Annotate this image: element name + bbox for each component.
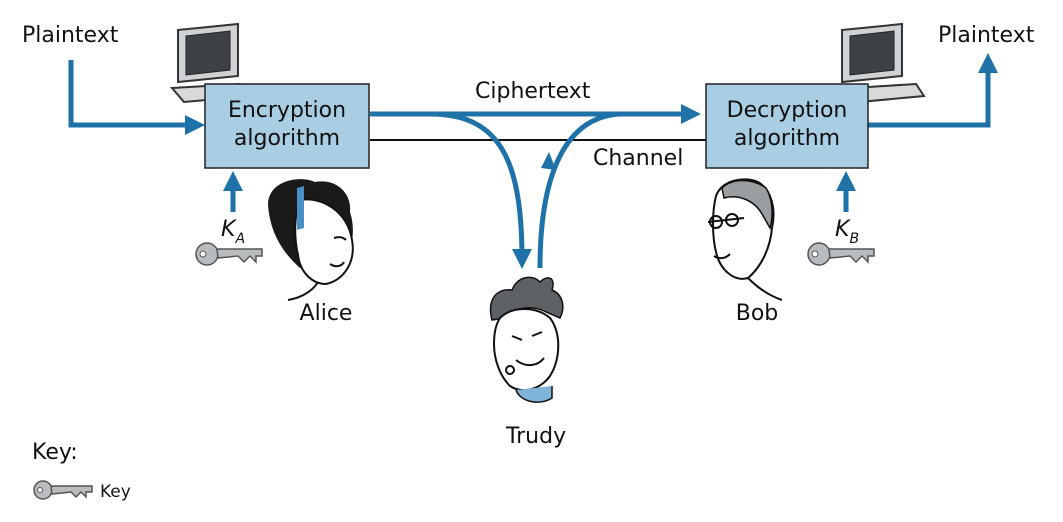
decryption-box-line1: Decryption (727, 98, 848, 123)
bob-key-main: K (835, 217, 851, 242)
plaintext-input-label: Plaintext (22, 23, 119, 48)
legend-key-icon (33, 480, 93, 500)
trudy-label: Trudy (505, 424, 566, 449)
key-legend-label: Key (100, 482, 131, 502)
alice-key-main: K (221, 217, 237, 242)
bob-key-sub: B (849, 231, 859, 247)
key-legend-heading: Key: (32, 440, 78, 465)
bob-key-icon (807, 242, 875, 266)
decryption-box (705, 83, 869, 169)
alice-label: Alice (300, 301, 353, 326)
ciphertext-label: Ciphertext (475, 79, 591, 104)
decryption-box-line2: algorithm (734, 126, 840, 151)
bob-key-label: KB (835, 217, 859, 247)
alice-key-label: KA (221, 217, 245, 247)
plaintext-output-arrow (868, 53, 998, 128)
alice-key-icon (195, 242, 263, 266)
bob-face-icon (707, 178, 783, 301)
intercept-arrow (429, 111, 532, 269)
encryption-box (204, 83, 370, 169)
plaintext-output-label: Plaintext (938, 23, 1035, 48)
alice-key-sub: A (234, 231, 245, 247)
plaintext-input-arrow (68, 60, 205, 135)
inject-arrow (537, 111, 621, 269)
alice-face-icon (268, 179, 354, 301)
encryption-box-line2: algorithm (234, 126, 340, 151)
inject-arrowhead (541, 152, 556, 170)
trudy-face-icon (489, 276, 564, 403)
encryption-box-line1: Encryption (228, 98, 346, 123)
channel-label: Channel (593, 146, 683, 171)
bob-label: Bob (736, 301, 779, 326)
